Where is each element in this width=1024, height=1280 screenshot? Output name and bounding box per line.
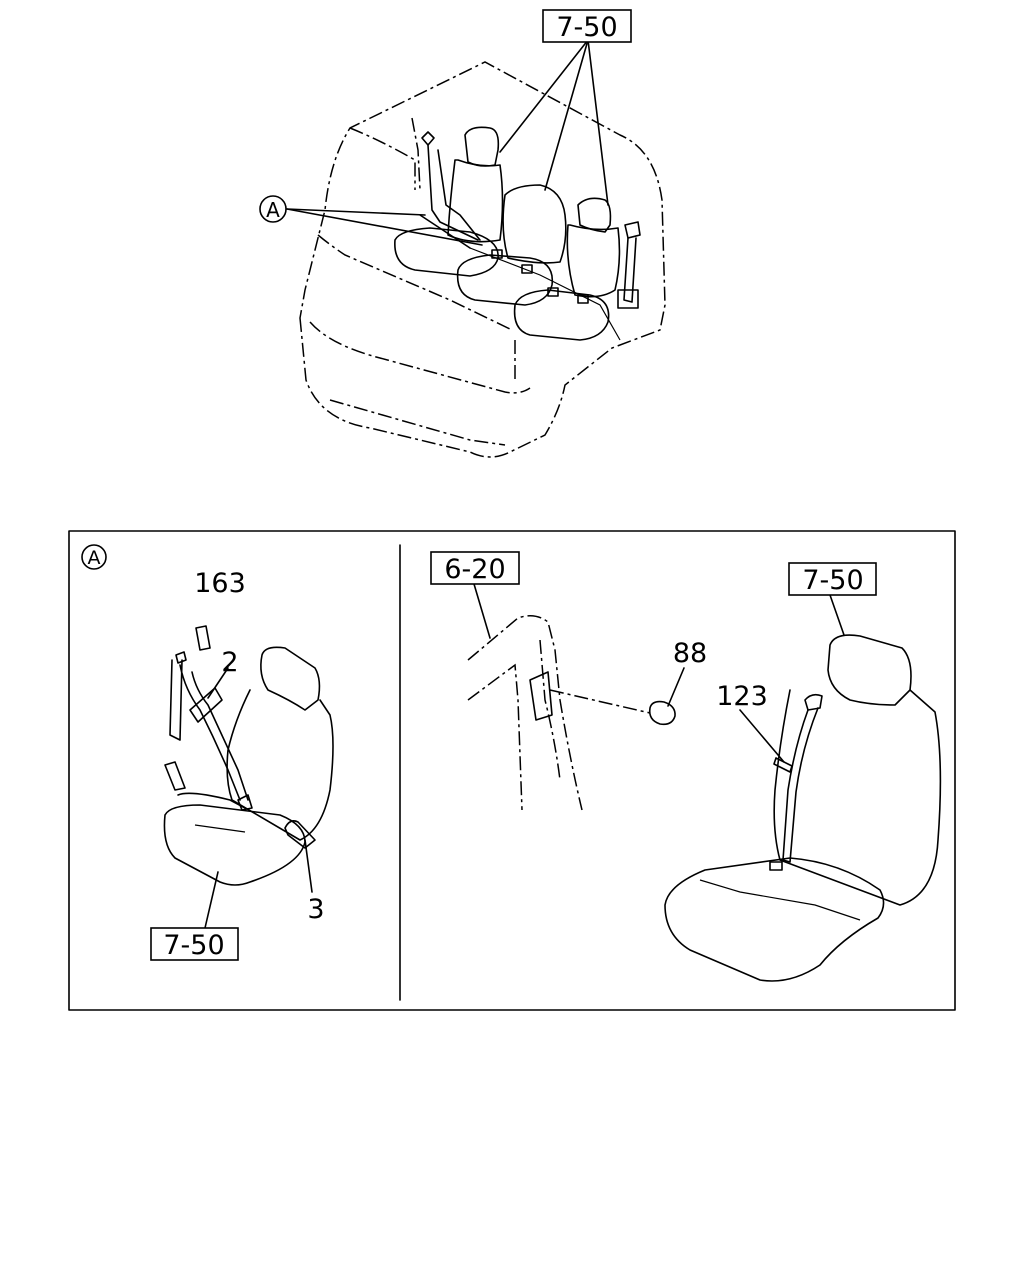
back-wall-line	[349, 127, 416, 190]
detail-frame	[68, 530, 956, 1011]
right-seat-back	[773, 689, 942, 906]
leader-750-left	[204, 871, 219, 929]
belt-lap	[419, 214, 471, 249]
seat1-back	[447, 159, 504, 243]
pillar-bracket	[529, 671, 553, 721]
leader-123	[739, 709, 785, 763]
buckle-3	[547, 287, 559, 297]
leader-750-seat2	[544, 39, 589, 191]
left-shoulder-belt	[179, 664, 241, 801]
label-part-3: 3	[307, 894, 324, 925]
left-buckle	[284, 820, 316, 849]
left-belt-tag	[189, 687, 223, 723]
detail-marker-top-circle	[259, 195, 287, 223]
leader-620	[473, 583, 491, 639]
ref-box-right	[788, 562, 877, 596]
left-pillar-webbing	[169, 659, 183, 741]
detail-marker-panel-circle	[81, 544, 107, 570]
leader-A-1	[286, 208, 426, 216]
buckle-2	[521, 264, 533, 274]
right-seat-seam	[699, 879, 861, 921]
pillar-line	[411, 117, 421, 191]
left-shoulder-belt-2	[191, 671, 249, 801]
left-seat-back	[226, 689, 334, 841]
ref-label-right: 7-50	[802, 565, 863, 596]
seat2-back	[502, 184, 567, 264]
ref-label-top: 7-50	[556, 12, 617, 43]
part-123-clip	[773, 757, 793, 773]
part-88-cap	[648, 700, 676, 726]
left-lap-belt	[177, 792, 246, 809]
leader-750-right	[829, 594, 845, 636]
detail-marker-top: A	[266, 198, 280, 222]
left-seat-cushion	[163, 804, 306, 886]
pillar-phantom-1	[467, 615, 583, 811]
leader-750-seat3	[587, 39, 609, 206]
leader-3	[304, 839, 313, 893]
leader-A-2	[286, 208, 483, 246]
retractor-top	[624, 221, 641, 239]
seat1-cushion	[394, 227, 499, 277]
cab-overview: 7-50 A	[259, 9, 666, 458]
ref-label-left: 7-50	[163, 930, 224, 961]
belt-webbing-1	[427, 144, 479, 241]
floor-line	[317, 234, 513, 331]
leader-2	[207, 667, 229, 699]
detail-panel: A 163 2 3 7-50	[68, 530, 956, 1011]
label-part-2: 2	[221, 647, 238, 678]
left-tongue	[237, 794, 253, 811]
dash-panel-line	[309, 321, 531, 394]
right-belt-anchor	[769, 861, 783, 871]
belt-anchor-top	[421, 131, 435, 146]
ref-label-mid: 6-20	[444, 554, 505, 585]
ref-box-mid	[430, 551, 520, 585]
seat2-cushion	[456, 254, 554, 306]
belt-harness-line	[469, 247, 621, 341]
seat3-cushion	[513, 289, 610, 341]
right-seat-headrest	[827, 634, 912, 706]
left-anchor	[175, 651, 187, 664]
left-seat-headrest	[260, 646, 321, 711]
cab-outline	[299, 61, 666, 458]
left-lower-anchor	[164, 761, 186, 791]
ref-box-left	[150, 927, 239, 961]
leader-88	[667, 667, 685, 707]
retractor-webbing	[623, 237, 637, 303]
center-line-88	[549, 689, 651, 714]
label-part-163: 163	[194, 568, 246, 599]
seat3-back	[566, 224, 621, 298]
right-belt-webbing	[782, 707, 819, 863]
part-163-clip	[195, 625, 211, 651]
ref-box-top	[542, 9, 632, 43]
retractor-body	[617, 289, 639, 309]
seat1-headrest	[464, 126, 500, 167]
label-part-123: 123	[716, 681, 768, 712]
seat3-headrest	[577, 197, 612, 233]
detail-marker-panel: A	[88, 547, 101, 569]
right-belt-guide	[804, 693, 823, 711]
pillar-phantom-3	[539, 639, 561, 781]
pillar-phantom-2	[467, 663, 523, 811]
belt-webbing-2	[437, 149, 481, 241]
lower-cab-line	[329, 399, 506, 446]
right-seat-cushion	[664, 857, 885, 982]
left-seat-seam	[194, 824, 246, 833]
leader-750-seat1	[499, 39, 589, 153]
label-part-88: 88	[673, 638, 707, 669]
